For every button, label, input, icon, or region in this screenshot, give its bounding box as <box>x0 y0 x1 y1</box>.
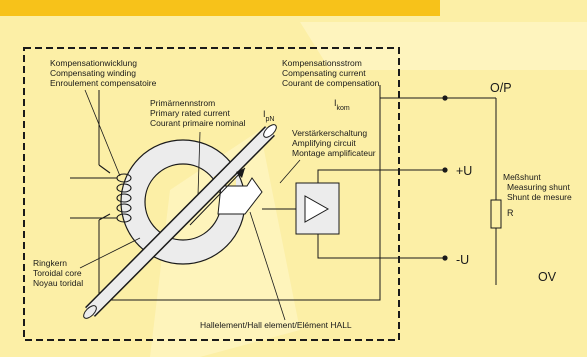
svg-text:Verstärkerschaltung: Verstärkerschaltung <box>292 128 367 138</box>
svg-text:Compensating current: Compensating current <box>282 68 366 78</box>
resistor-label: R <box>507 208 514 218</box>
zero-volt-label: OV <box>538 270 557 284</box>
terminal-dot-icon <box>442 95 448 101</box>
svg-text:Amplifying circuit: Amplifying circuit <box>292 138 356 148</box>
svg-text:Ringkern: Ringkern <box>33 258 67 268</box>
hall-leader <box>249 211 286 321</box>
primary-current-label: Primärnennstrom Primary rated current Co… <box>150 98 246 128</box>
hall-element-label: Hallelement/Hall element/Elément HALL <box>200 320 352 330</box>
arrow-head-icon <box>236 168 245 178</box>
svg-text:Enroulement compensatoire: Enroulement compensatoire <box>50 78 157 88</box>
svg-text:Toroidal core: Toroidal core <box>33 268 82 278</box>
winding-label: Kompensationwicklung Compensating windin… <box>50 58 157 88</box>
svg-text:Shunt de mesure: Shunt de mesure <box>507 192 572 202</box>
core-leader <box>79 237 141 269</box>
minus-u-wire <box>317 234 445 259</box>
svg-text:Meßshunt: Meßshunt <box>503 172 541 182</box>
svg-text:Primary rated current: Primary rated current <box>150 108 230 118</box>
compensating-current-label: Kompensationsstrom Compensating current … <box>282 58 380 88</box>
highlight-shape <box>300 22 587 70</box>
terminal-dot-icon <box>442 255 448 261</box>
triangle-amplifier-icon <box>304 195 330 223</box>
amplifier-label: Verstärkerschaltung Amplifying circuit M… <box>292 128 376 158</box>
svg-text:Courant primaire nominal: Courant primaire nominal <box>150 118 246 128</box>
amplifier-leader <box>279 159 301 184</box>
svg-text:Measuring shunt: Measuring shunt <box>507 182 570 192</box>
header-band <box>0 0 440 16</box>
compensating-winding-coil <box>70 164 132 223</box>
svg-text:Kompensationwicklung: Kompensationwicklung <box>50 58 137 68</box>
svg-text:Montage amplificateur: Montage amplificateur <box>292 148 376 158</box>
hall-element <box>217 177 263 215</box>
primary-conductor <box>83 124 277 319</box>
sensor-housing-outline <box>23 47 400 341</box>
svg-text:Noyau toridal: Noyau toridal <box>33 278 83 288</box>
minus-u-label: -U <box>456 253 469 267</box>
primary-leader <box>197 131 201 196</box>
output-label: O/P <box>490 81 512 95</box>
svg-text:Kompensationsstrom: Kompensationsstrom <box>282 58 362 68</box>
primary-current-arrow <box>189 167 246 226</box>
ikom-symbol: Ikom <box>334 98 350 112</box>
plus-u-label: +U <box>456 164 472 178</box>
svg-text:Compensating winding: Compensating winding <box>50 68 136 78</box>
plus-u-wire <box>317 169 445 183</box>
circuit-wire-loop <box>98 85 381 301</box>
shunt-label: Meßshunt Measuring shunt Shunt de mesure <box>503 172 572 202</box>
terminal-dot-icon <box>442 167 448 173</box>
core-label: Ringkern Toroidal core Noyau toridal <box>33 258 83 288</box>
svg-text:Courant de compensation: Courant de compensation <box>282 78 380 88</box>
ipn-symbol: IpN <box>263 109 274 123</box>
winding-leader <box>84 89 121 177</box>
resistor-icon <box>490 199 502 229</box>
svg-text:Primärnennstrom: Primärnennstrom <box>150 98 215 108</box>
